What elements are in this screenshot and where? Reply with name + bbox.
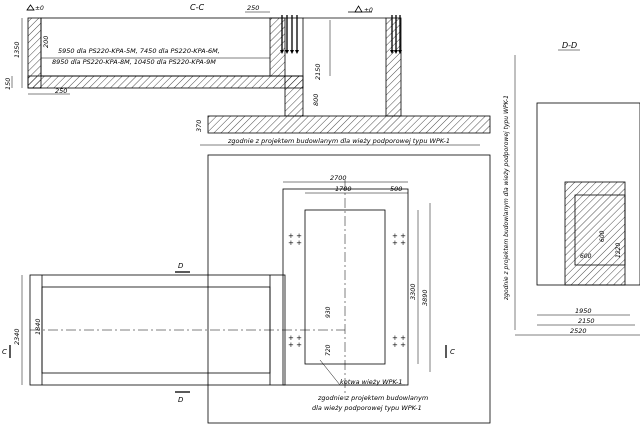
foundation-outline bbox=[282, 188, 409, 386]
bottom-slab bbox=[27, 75, 304, 89]
dd-inner-void bbox=[574, 194, 626, 266]
cut-marker-d-bottom: D bbox=[175, 391, 190, 404]
dd-dim-1220: 1220 bbox=[615, 243, 622, 258]
dim-1840: 1840 bbox=[34, 318, 42, 335]
foundation-note: zgodnie z projektem budowlanym dla wieży… bbox=[227, 137, 450, 145]
dim-720: 720 bbox=[325, 344, 332, 356]
level-mark-middle-text: ±0 bbox=[364, 7, 373, 14]
anchor-group-top-left: + + + + bbox=[288, 232, 302, 247]
svg-text:+ +: + + bbox=[392, 341, 406, 349]
plan-note-line-1: zgodnie z projektem budowlanym bbox=[317, 394, 428, 402]
dd-dim-1950: 1950 bbox=[575, 307, 592, 315]
cut-c-left-text: C bbox=[2, 348, 7, 356]
cut-marker-c-left: C bbox=[2, 345, 11, 358]
svg-text:+ +: + + bbox=[392, 232, 406, 240]
dim-800: 800 bbox=[312, 94, 320, 106]
pillar-left bbox=[284, 75, 304, 117]
dim-3300: 3300 bbox=[409, 283, 417, 300]
pillar-right bbox=[385, 17, 402, 117]
dim-150: 150 bbox=[4, 78, 12, 90]
dd-dim-600-vertical: 600 bbox=[599, 230, 606, 242]
right-wall-a bbox=[269, 17, 286, 77]
anchor-bolts-left bbox=[280, 15, 299, 54]
anchor-group-bottom-left: + + + + bbox=[288, 334, 302, 349]
level-mark-middle: ±0 bbox=[348, 5, 373, 14]
svg-text:+ +: + + bbox=[288, 239, 302, 247]
svg-text:+ +: + + bbox=[288, 334, 302, 342]
trench-space bbox=[40, 17, 304, 77]
dim-930: 930 bbox=[325, 306, 332, 318]
foundation-slab bbox=[207, 115, 491, 134]
section-cc-title: C-C bbox=[190, 3, 204, 12]
dim-1350: 1350 bbox=[13, 41, 21, 58]
tower-anchor-label: kotwa wieży WPK-1 bbox=[340, 378, 403, 386]
dim-370: 370 bbox=[195, 120, 203, 132]
dd-dim-600-horizontal: 600 bbox=[580, 253, 592, 260]
dim-500: 500 bbox=[390, 185, 402, 193]
dim-2150: 2150 bbox=[314, 63, 322, 80]
cut-marker-d-top: D bbox=[175, 262, 190, 273]
plan-view: + + + + + + + + + + + + + + + + 2700 170… bbox=[2, 154, 491, 424]
anchor-group-bottom-right: + + + + bbox=[392, 334, 406, 349]
dd-dim-2520: 2520 bbox=[570, 327, 587, 335]
dim-250-bottom: 250 bbox=[55, 87, 67, 95]
foundation-inner bbox=[304, 209, 386, 365]
svg-text:+ +: + + bbox=[392, 334, 406, 342]
cut-d-bottom-text: D bbox=[178, 396, 184, 404]
svg-text:+ +: + + bbox=[392, 239, 406, 247]
svg-text:+ +: + + bbox=[288, 232, 302, 240]
anchor-bolts-right bbox=[390, 15, 402, 54]
length-note-line-1: 5950 dla PS220-KPA-5M, 7450 dla PS220-KP… bbox=[58, 47, 220, 55]
dim-250-top: 250 bbox=[247, 4, 259, 12]
dim-200: 200 bbox=[42, 36, 50, 48]
cut-d-top-text: D bbox=[178, 262, 184, 270]
length-note-line-2: 8950 dla PS220-KPA-8M, 10450 dla PS220-K… bbox=[52, 58, 216, 66]
dd-section bbox=[564, 181, 626, 286]
dim-2340: 2340 bbox=[13, 328, 21, 345]
dim-1700: 1700 bbox=[335, 185, 352, 193]
level-mark-left: ±0 bbox=[26, 4, 44, 12]
level-mark-left-text: ±0 bbox=[35, 5, 44, 12]
cut-marker-c-right: C bbox=[445, 345, 455, 358]
anchor-group-top-right: + + + + bbox=[392, 232, 406, 247]
dd-dim-2150: 2150 bbox=[578, 317, 595, 325]
dim-2700: 2700 bbox=[330, 174, 347, 182]
svg-text:+ +: + + bbox=[288, 341, 302, 349]
cut-c-right-text: C bbox=[450, 348, 455, 356]
dim-3890: 3890 bbox=[421, 289, 429, 306]
plan-outer-boundary bbox=[207, 154, 491, 424]
section-dd: D-D zgodnie z projektem budowlanym dla w… bbox=[503, 41, 640, 336]
section-dd-title: D-D bbox=[562, 41, 577, 50]
section-cc: C-C ±0 bbox=[4, 3, 491, 146]
dd-vertical-note: zgodnie z projektem budowlanym dla wieży… bbox=[503, 95, 510, 301]
plan-note-line-2: dla wieży podporowej typu WPK-1 bbox=[312, 404, 422, 412]
